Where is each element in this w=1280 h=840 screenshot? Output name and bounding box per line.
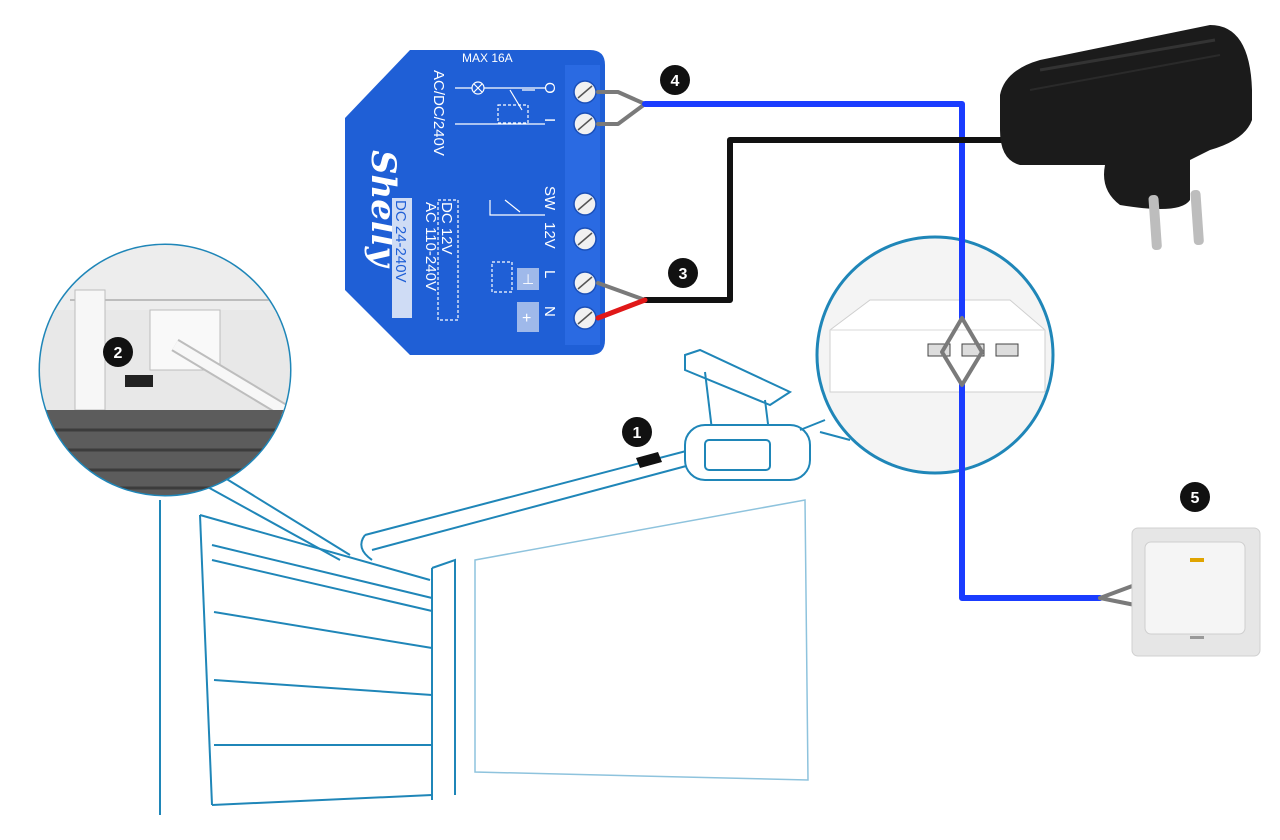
sensor-detail-callout: 2 — [38, 243, 292, 497]
marker-2-label: 2 — [114, 345, 123, 362]
reed-sensor-icon — [636, 452, 662, 468]
marker-1-label: 1 — [633, 425, 642, 442]
max-rating: MAX 16A — [462, 51, 513, 65]
plus-terminal-symbol: + — [522, 310, 531, 327]
dc-12v-label: DC 12V — [438, 202, 455, 255]
marker-5-label: 5 — [1191, 490, 1200, 507]
marker-3: 3 — [668, 258, 698, 288]
garage-door-opener-icon — [684, 348, 811, 481]
marker-1: 1 — [622, 417, 652, 447]
wiring — [595, 90, 1137, 607]
terminal-screws — [573, 80, 597, 330]
power-adapter-icon — [1000, 25, 1252, 251]
dc-24-240v-label: DC 24-240V — [392, 200, 409, 283]
marker-4-label: 4 — [671, 73, 680, 90]
garage-illustration — [159, 449, 809, 815]
shelly-relay-device: Shelly MAX 16A AC/DC/240V DC 12V AC 110-… — [345, 50, 605, 355]
terminal-label-i: I — [541, 118, 558, 122]
terminal-label-12v: 12V — [541, 222, 558, 249]
minus-terminal-symbol: ⊥ — [522, 271, 534, 287]
terminal-label-sw: SW — [541, 186, 558, 211]
marker-3-label: 3 — [679, 266, 688, 283]
ac-110-240v-label: AC 110-240V — [422, 202, 439, 291]
output-rating: AC/DC/240V — [430, 70, 447, 156]
opener-terminal-callout — [799, 235, 1055, 475]
terminal-label-o: O — [541, 82, 558, 94]
terminal-label-n: N — [541, 306, 558, 317]
marker-5: 5 — [1180, 482, 1210, 512]
terminal-label-l: L — [541, 270, 558, 278]
wall-switch-icon — [1131, 527, 1261, 657]
marker-2: 2 — [103, 337, 133, 367]
marker-4: 4 — [660, 65, 690, 95]
